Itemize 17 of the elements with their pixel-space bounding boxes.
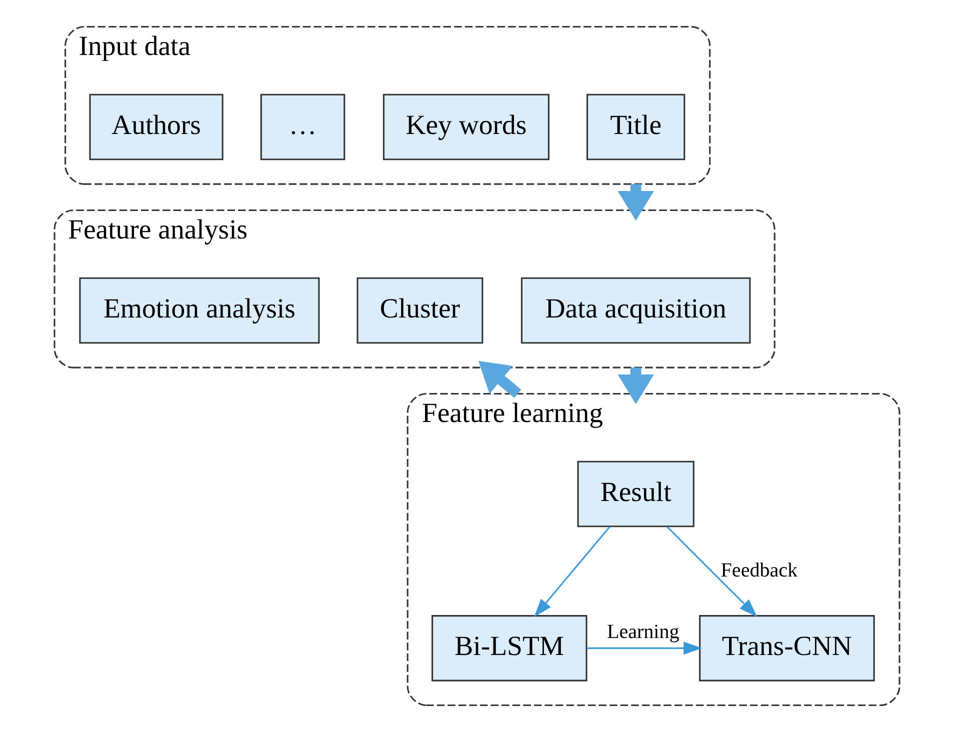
node-box: Authors — [89, 94, 224, 160]
node-box: … — [260, 94, 346, 160]
node-box: Emotion analysis — [79, 277, 320, 344]
arrow — [666, 526, 758, 618]
node-box: Cluster — [356, 277, 484, 344]
arrow — [586, 642, 702, 655]
node-box: Result — [577, 460, 694, 528]
edge-label: Feedback — [720, 559, 798, 582]
node-box: Data acquisition — [520, 277, 751, 344]
node-box: Key words — [382, 94, 550, 160]
arrow — [534, 526, 610, 618]
arrow — [618, 184, 654, 221]
node-box: Trans-CNN — [699, 615, 875, 682]
arrow — [618, 368, 654, 404]
node-box: Title — [586, 94, 686, 160]
edge-label: Learning — [606, 621, 680, 643]
node-box: Bi-LSTM — [432, 615, 588, 682]
